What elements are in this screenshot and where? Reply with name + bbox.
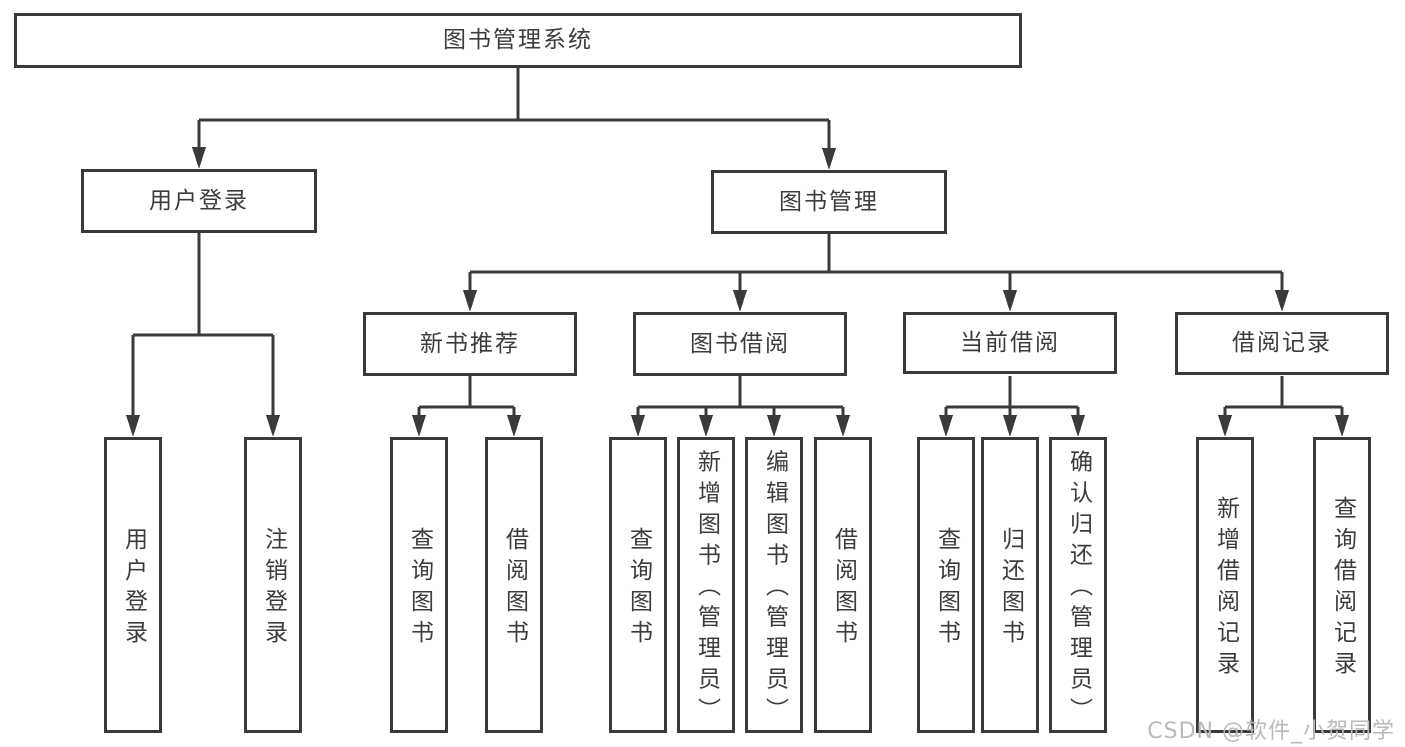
arrowhead bbox=[939, 415, 953, 437]
leaf-cb-confirm-return-admin-label: 确认归还（管理员） bbox=[1065, 449, 1092, 729]
leaf-cb-query-books-label: 查询图书 bbox=[933, 527, 960, 651]
leaf-cb-return-books-label: 归还图书 bbox=[997, 527, 1024, 651]
arrowhead bbox=[192, 147, 206, 169]
node-borrow-records-label: 借阅记录 bbox=[1232, 330, 1332, 356]
leaf-cb-query-books: 查询图书 bbox=[917, 437, 975, 733]
leaf-nb-query-books-label: 查询图书 bbox=[406, 527, 433, 651]
leaf-logout-label: 注销登录 bbox=[260, 527, 287, 651]
arrowhead bbox=[822, 148, 836, 170]
leaf-bb-edit-books-admin-label: 编辑图书（管理员） bbox=[761, 449, 788, 729]
arrowhead bbox=[1335, 415, 1349, 437]
arrowhead bbox=[733, 290, 747, 312]
arrowhead bbox=[507, 415, 521, 437]
node-user-login-label: 用户登录 bbox=[149, 187, 249, 214]
leaf-bb-borrow-books: 借阅图书 bbox=[814, 437, 872, 733]
arrowhead bbox=[1003, 290, 1017, 312]
leaf-logout: 注销登录 bbox=[244, 437, 302, 733]
node-book-management: 图书管理 bbox=[711, 170, 947, 234]
arrowhead bbox=[836, 415, 850, 437]
node-current-borrowing-label: 当前借阅 bbox=[960, 329, 1060, 356]
arrowhead bbox=[412, 415, 426, 437]
arrowhead bbox=[1218, 415, 1232, 437]
leaf-cb-return-books: 归还图书 bbox=[981, 437, 1039, 733]
leaf-nb-borrow-books-label: 借阅图书 bbox=[501, 527, 528, 651]
node-book-borrowing-label: 图书借阅 bbox=[690, 330, 790, 357]
leaf-br-add-record: 新增借阅记录 bbox=[1196, 437, 1254, 733]
node-new-book-recommend-label: 新书推荐 bbox=[420, 330, 520, 357]
leaf-br-query-record: 查询借阅记录 bbox=[1313, 437, 1371, 733]
arrowhead bbox=[1071, 415, 1085, 437]
arrowhead bbox=[266, 415, 280, 437]
leaf-user-login-label: 用户登录 bbox=[120, 527, 147, 651]
arrowhead bbox=[126, 415, 140, 437]
node-root-label: 图书管理系统 bbox=[443, 27, 593, 53]
arrowhead bbox=[631, 415, 645, 437]
leaf-bb-borrow-books-label: 借阅图书 bbox=[830, 527, 857, 651]
leaf-bb-query-books-label: 查询图书 bbox=[625, 527, 652, 651]
leaf-br-query-record-label: 查询借阅记录 bbox=[1329, 496, 1356, 682]
node-user-login: 用户登录 bbox=[81, 169, 317, 233]
leaf-br-add-record-label: 新增借阅记录 bbox=[1212, 496, 1239, 682]
arrowhead bbox=[699, 415, 713, 437]
leaf-cb-confirm-return-admin: 确认归还（管理员） bbox=[1049, 437, 1107, 733]
leaf-bb-edit-books-admin: 编辑图书（管理员） bbox=[745, 437, 803, 733]
leaf-nb-query-books: 查询图书 bbox=[390, 437, 448, 733]
arrowhead bbox=[1275, 290, 1289, 312]
node-root-system: 图书管理系统 bbox=[14, 13, 1022, 68]
arrowhead bbox=[767, 415, 781, 437]
leaf-user-login: 用户登录 bbox=[104, 437, 162, 733]
leaf-nb-borrow-books: 借阅图书 bbox=[485, 437, 543, 733]
leaf-bb-add-books-admin: 新增图书（管理员） bbox=[677, 437, 735, 733]
node-current-borrowing: 当前借阅 bbox=[903, 312, 1117, 374]
leaf-bb-query-books: 查询图书 bbox=[609, 437, 667, 733]
node-book-borrowing: 图书借阅 bbox=[633, 312, 847, 376]
node-book-management-label: 图书管理 bbox=[779, 188, 879, 215]
watermark-text: CSDN @软件_小贺同学 bbox=[1147, 719, 1395, 744]
arrowhead bbox=[1003, 415, 1017, 437]
leaf-bb-add-books-admin-label: 新增图书（管理员） bbox=[693, 449, 720, 729]
node-new-book-recommend: 新书推荐 bbox=[363, 312, 577, 376]
arrowhead bbox=[463, 290, 477, 312]
node-borrow-records: 借阅记录 bbox=[1175, 312, 1389, 375]
